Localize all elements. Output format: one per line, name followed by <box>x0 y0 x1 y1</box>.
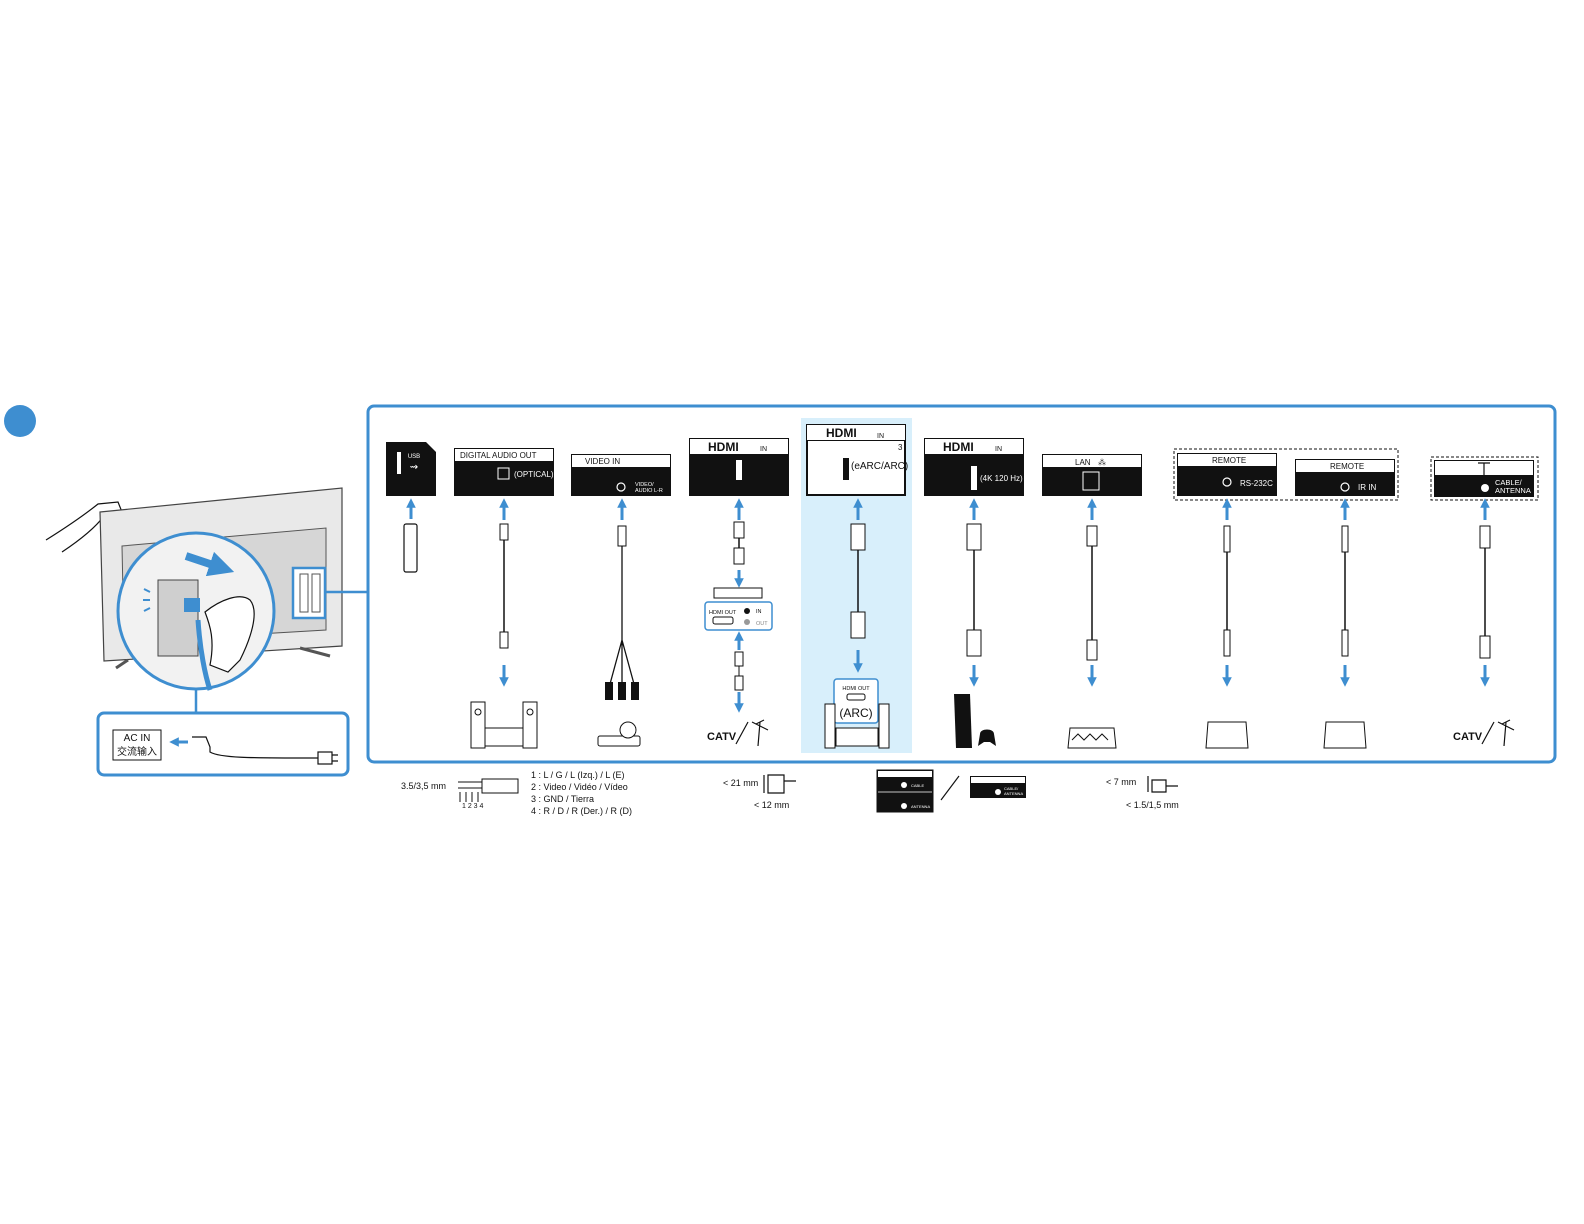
stb-hdmi-out: HDMI OUT <box>709 610 737 616</box>
hdmi3-in: IN <box>877 433 884 440</box>
video-in-port: VIDEO IN VIDEO/ AUDIO L-R <box>571 454 671 747</box>
hdmi-earc-port: HDMI IN 3 (eARC/ARC) HDMI OUT (ARC) <box>806 424 908 749</box>
ac-in-panel: AC IN 交流输入 <box>96 711 350 777</box>
stb-out: OUT <box>756 621 768 627</box>
hdmi3-num: 3 <box>898 443 903 452</box>
optical-title: DIGITAL AUDIO OUT <box>460 451 537 460</box>
soundbar-system-icon <box>824 703 890 749</box>
coax-pin: < 1.5/1,5 mm <box>1126 800 1179 810</box>
coax-plug-icon <box>1147 776 1178 793</box>
hdmi4k-logo: HDMI <box>943 440 974 454</box>
ac-in-label: AC IN <box>124 733 151 744</box>
pin4: 4 : R / D / R (Der.) / R (D) <box>531 806 632 816</box>
usb-icon: ⇝ <box>410 462 418 473</box>
video-sub2: AUDIO L-R <box>635 488 663 494</box>
pin3: 3 : GND / Tierra <box>531 794 594 804</box>
antenna-l1: CABLE/ <box>1495 478 1523 487</box>
lan-title: LAN <box>1075 458 1091 467</box>
jack-size: 3.5/3,5 mm <box>401 781 446 791</box>
set-top-box-icon <box>713 587 763 599</box>
antenna-l2: ANTENNA <box>1495 486 1531 495</box>
network-icon: ⁂ <box>1098 458 1106 467</box>
game-console-icon <box>954 694 996 748</box>
antenna-icon <box>735 719 769 747</box>
usb-stick-icon <box>403 523 418 573</box>
jack-pins: 1 2 3 4 <box>462 803 484 810</box>
hdmi-plug-icon <box>763 774 796 794</box>
hdmi-in-port: HDMI IN HDMI OUT IN OUT CATV <box>689 438 789 747</box>
control-device-icon <box>1205 721 1249 749</box>
ir-in-port: REMOTE IR IN <box>1295 459 1395 749</box>
rs232c-port: REMOTE RS-232C <box>1177 453 1277 749</box>
usb-port: USB ⇝ <box>386 442 436 573</box>
optical-port: DIGITAL AUDIO OUT (OPTICAL) <box>454 448 554 749</box>
ir-device-icon <box>1323 721 1367 749</box>
irin-title: REMOTE <box>1330 462 1364 471</box>
lan-port: LAN ⁂ <box>1042 454 1142 749</box>
jack-plug-icon <box>458 778 519 802</box>
hdmi3-logo: HDMI <box>826 426 857 440</box>
speaker-system-icon <box>470 701 538 749</box>
antenna2-icon <box>1481 719 1515 747</box>
hdmi3-sub: (eARC/ARC) <box>851 461 908 472</box>
ant-top: CABLE <box>911 783 924 788</box>
hdmi-size-note: < 21 mm < 12 mm <box>723 774 796 810</box>
stb-in: IN <box>756 609 762 615</box>
hdmi-4k-port: HDMI IN (4K 120 Hz) <box>924 438 1024 748</box>
ant-alt1: CABLE/ <box>1004 786 1019 791</box>
jack-note: 3.5/3,5 mm 1 2 3 4 1 : L / G / L (Izq.) … <box>401 770 632 816</box>
step-badge <box>4 405 36 437</box>
catv2-label: CATV <box>1453 731 1483 743</box>
coax-size-note: < 7 mm < 1.5/1,5 mm <box>1106 776 1179 810</box>
antenna-port: CABLE/ ANTENNA CATV <box>1434 460 1534 747</box>
remote-group-frame <box>1173 448 1399 501</box>
hdmi4k-sub: (4K 120 Hz) <box>980 474 1023 483</box>
pin2: 2 : Video / Vidéo / Vídeo <box>531 782 628 792</box>
pin1: 1 : L / G / L (Izq.) / L (E) <box>531 770 625 780</box>
tv-illustration <box>45 487 368 713</box>
hdmi-h: < 12 mm <box>754 800 789 810</box>
arc-hdmi-out: HDMI OUT <box>842 686 870 692</box>
camcorder-icon <box>597 721 641 747</box>
hdmi4k-in: IN <box>995 446 1002 453</box>
arc-label: (ARC) <box>839 706 872 720</box>
ant-bottom: ANTENNA <box>911 804 930 809</box>
coax-w: < 7 mm <box>1106 777 1136 787</box>
video-title: VIDEO IN <box>585 457 620 466</box>
hdmi1-logo: HDMI <box>708 440 739 454</box>
catv1-label: CATV <box>707 731 737 743</box>
optical-sub: (OPTICAL) <box>514 470 554 479</box>
antenna-label-note: CABLE ANTENNA CABLE/ ANTENNA <box>876 769 1026 813</box>
video-sub1: VIDEO/ <box>635 482 654 488</box>
hdmi-w: < 21 mm <box>723 778 758 788</box>
usb-label: USB <box>408 454 420 460</box>
rs232-title: REMOTE <box>1212 456 1246 465</box>
ac-in-cn-label: 交流输入 <box>117 745 157 758</box>
ant-alt2: ANTENNA <box>1004 791 1023 796</box>
hdmi1-in: IN <box>760 446 767 453</box>
rs232-sub: RS-232C <box>1240 479 1273 488</box>
irin-sub: IR IN <box>1358 483 1376 492</box>
router-icon <box>1067 727 1117 749</box>
